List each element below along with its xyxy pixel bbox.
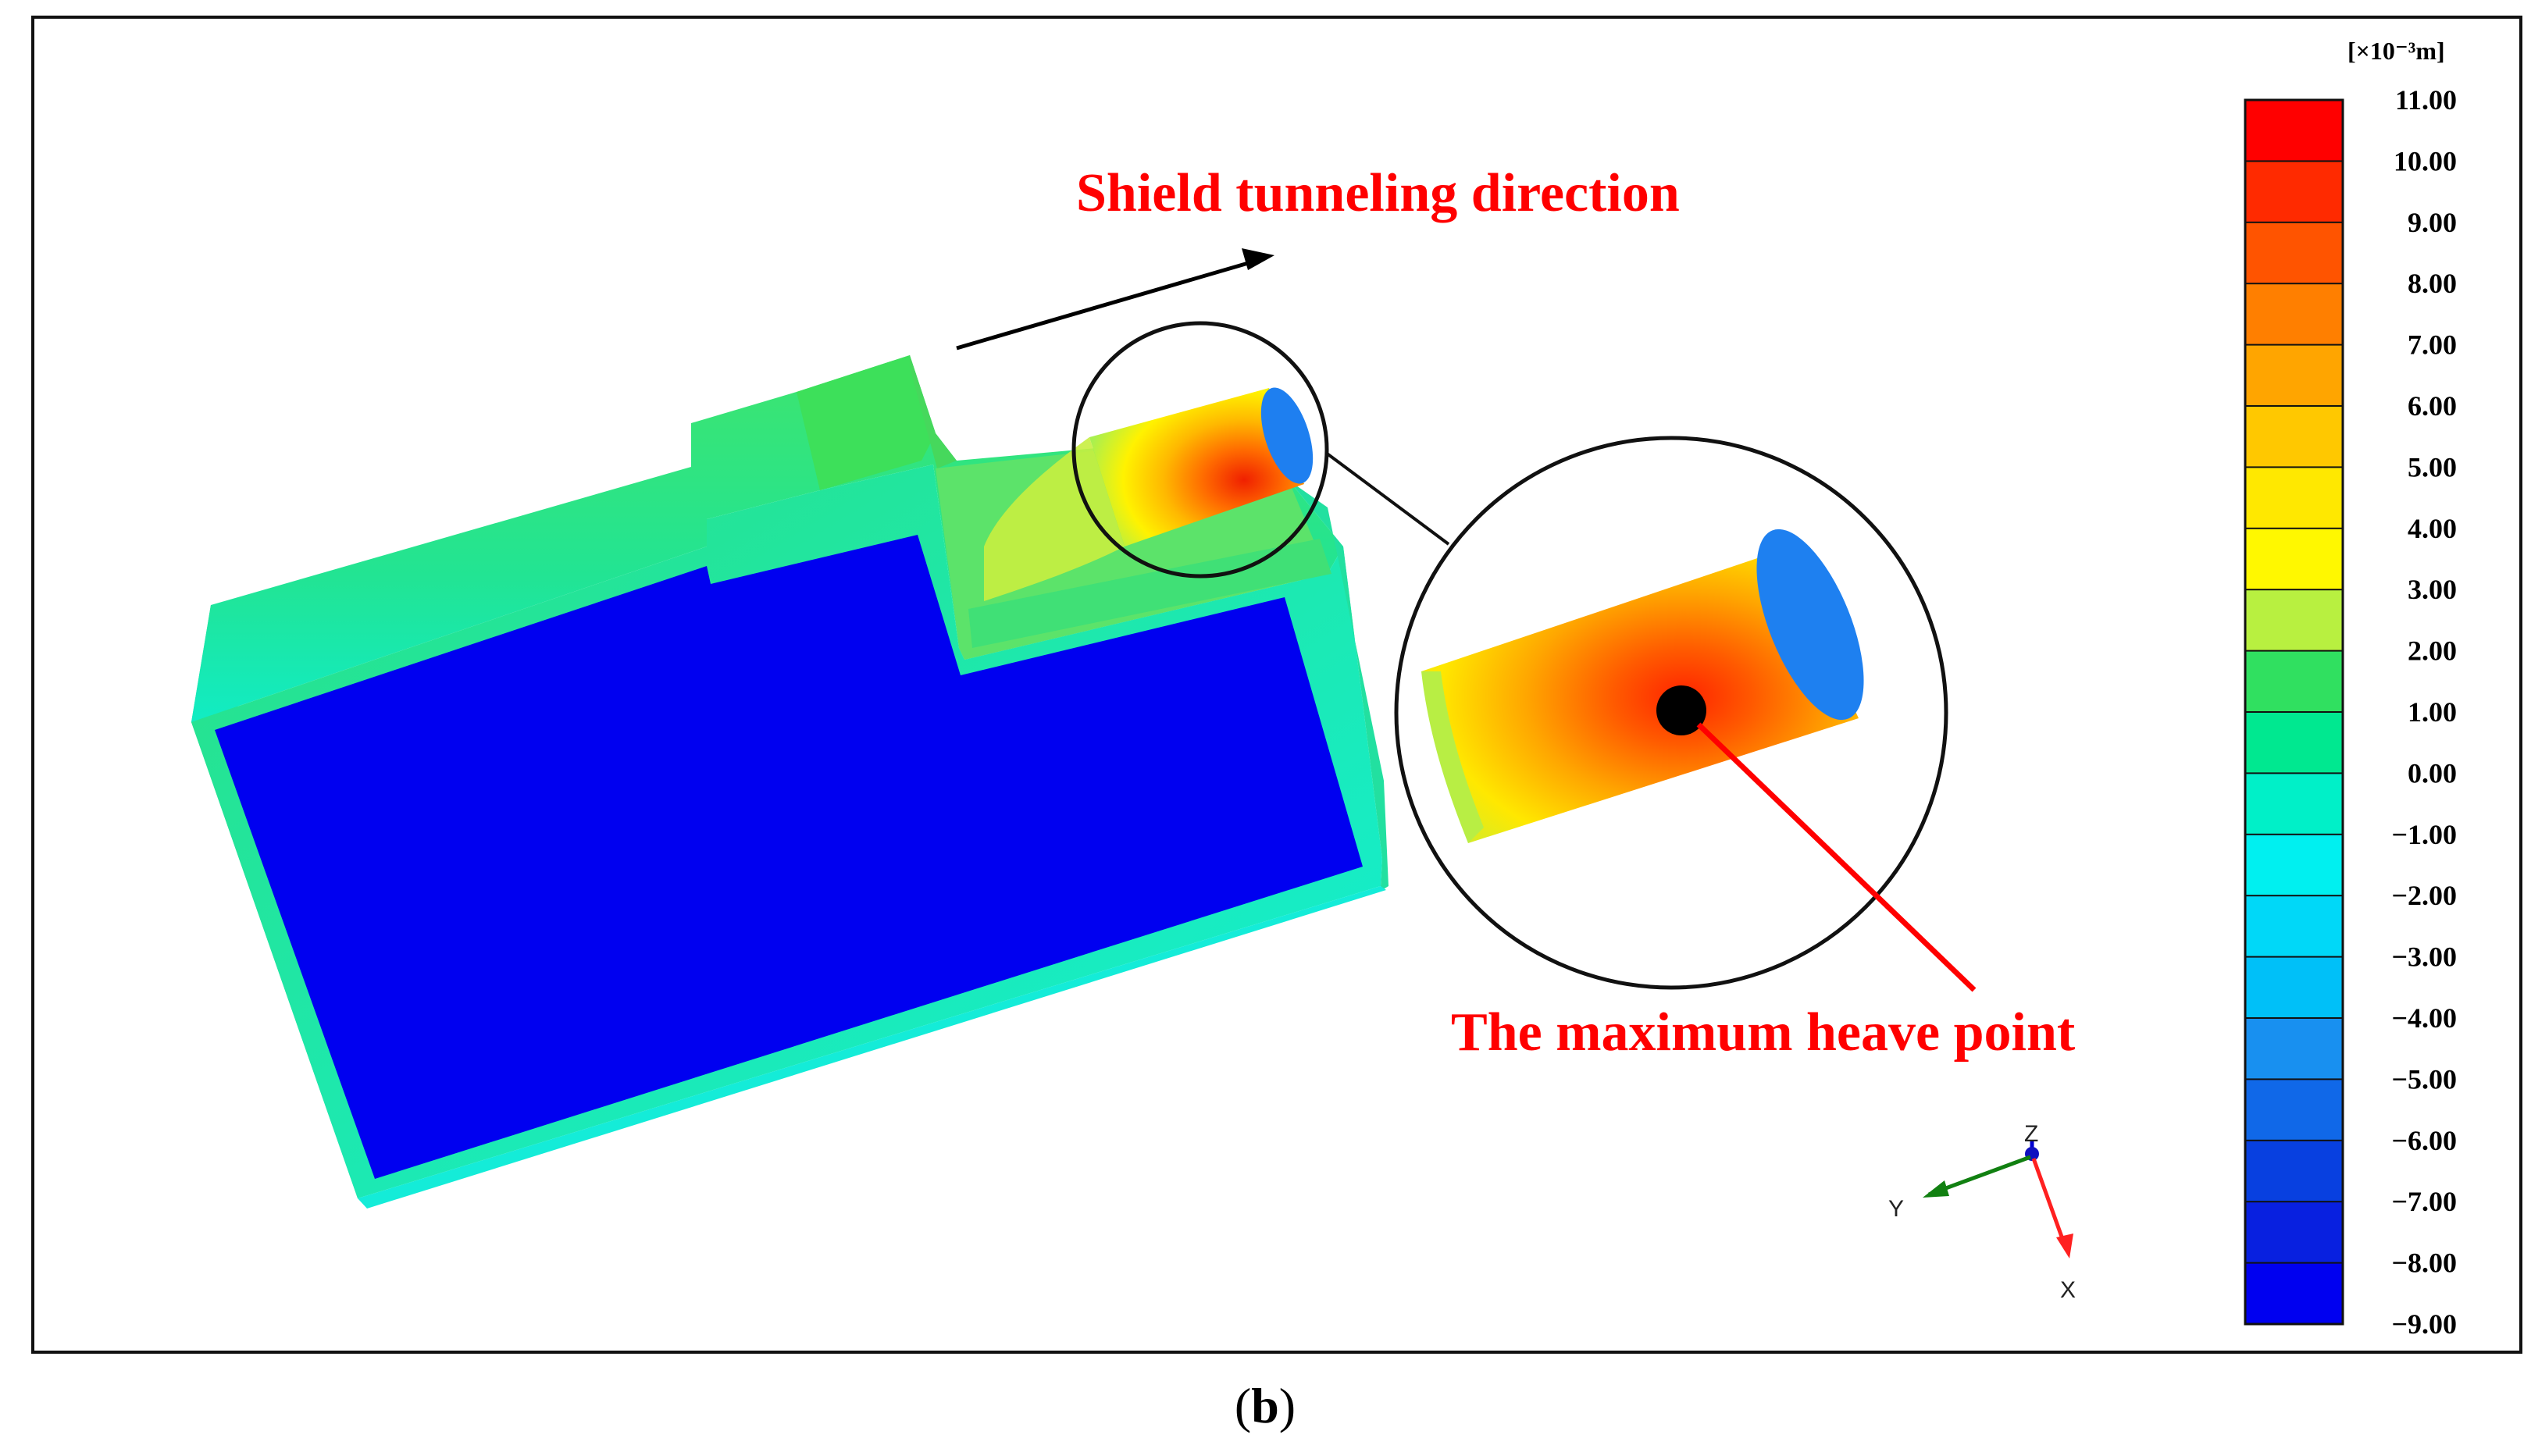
legend-band	[2244, 99, 2344, 162]
triad-z-label: Z	[2024, 1121, 2038, 1147]
legend-band	[2244, 221, 2344, 285]
legend-unit: [×10⁻³m]	[2347, 37, 2445, 65]
legend-bands	[2244, 99, 2344, 1326]
zoomed-tunnel-cap	[1756, 529, 1864, 721]
legend-band	[2244, 1017, 2344, 1080]
color-legend: [×10⁻³m] 11.00 10.00 9.00 8.00 7.00 6.00 5.00 4…	[2244, 37, 2457, 1340]
recess-inner-floor	[968, 539, 1331, 648]
tunneling-direction-arrow	[956, 248, 1274, 351]
magnifier-connector	[1324, 451, 1450, 546]
legend-band	[2244, 1078, 2344, 1142]
legend-tick-label: −6.00	[2391, 1125, 2457, 1156]
legend-tick-label: 6.00	[2408, 390, 2457, 422]
shaft-block-side	[910, 355, 957, 468]
legend-band	[2244, 283, 2344, 347]
shaft-block-front	[797, 355, 936, 490]
legend-tick-label: −5.00	[2391, 1063, 2457, 1095]
legend-tick-label: −4.00	[2391, 1002, 2457, 1034]
legend-band	[2244, 833, 2344, 897]
excavation-model	[191, 355, 1388, 1209]
legend-tick-label: 4.00	[2408, 513, 2457, 544]
zoomed-view	[1394, 436, 1977, 992]
legend-band	[2244, 1139, 2344, 1203]
legend-band	[2244, 527, 2344, 591]
legend-band	[2244, 956, 2344, 1020]
tunnel-cap-small	[1260, 387, 1314, 484]
legend-tick-label: 2.00	[2408, 635, 2457, 667]
caption-letter: b	[1251, 1378, 1279, 1433]
axis-triad: Z Y X	[1888, 1121, 2076, 1303]
triad-y-label: Y	[1888, 1196, 1904, 1222]
legend-tick-label: 0.00	[2408, 757, 2457, 789]
legend-tick-label: −8.00	[2391, 1248, 2457, 1279]
legend-band	[2244, 589, 2344, 653]
max-point-label: The maximum heave point	[1451, 1002, 2075, 1063]
legend-tick-label: −9.00	[2391, 1308, 2457, 1340]
tunnel-cylinder-small	[984, 387, 1314, 601]
figure-frame	[31, 16, 2522, 1354]
legend-tick-label: 5.00	[2408, 451, 2457, 482]
legend-band	[2244, 711, 2344, 774]
zoomed-tunnel-body	[1421, 550, 1859, 843]
direction-label: Shield tunneling direction	[1076, 163, 1680, 223]
legend-tick-label: 7.00	[2408, 329, 2457, 361]
legend-tick-label: 9.00	[2408, 207, 2457, 238]
legend-tick-label: −3.00	[2391, 942, 2457, 973]
legend-tick-label: 8.00	[2408, 268, 2457, 299]
model-bottom-rim	[358, 886, 1386, 1209]
legend-tick-label: 11.00	[2395, 84, 2457, 116]
figure-caption: (b)	[1235, 1378, 1296, 1433]
max-heave-point-marker	[1656, 685, 1706, 735]
legend-band	[2244, 1262, 2344, 1326]
legend-band	[2244, 895, 2344, 959]
legend-tick-label: −2.00	[2391, 880, 2457, 911]
max-heave-leader	[1696, 722, 1977, 992]
legend-band	[2244, 160, 2344, 224]
legend-band	[2244, 466, 2344, 530]
magnifier-circle-small	[1071, 321, 1329, 578]
legend-tick-label: 3.00	[2408, 574, 2457, 605]
legend-band	[2244, 650, 2344, 714]
legend-band	[2244, 344, 2344, 408]
legend-ticks: 11.00 10.00 9.00 8.00 7.00 6.00 5.00 4.00 3.00 2.…	[2391, 84, 2457, 1340]
legend-tick-label: 10.00	[2394, 145, 2457, 176]
caption-open: (	[1235, 1378, 1251, 1433]
triad-x-label: X	[2060, 1277, 2076, 1303]
caption-close: )	[1279, 1378, 1296, 1433]
legend-band	[2244, 405, 2344, 468]
excavation-floor	[215, 535, 1363, 1179]
legend-tick-label: −1.00	[2391, 819, 2457, 850]
legend-outline	[2244, 98, 2344, 1326]
legend-band	[2244, 1201, 2344, 1265]
legend-tick-label: −7.00	[2391, 1186, 2457, 1217]
legend-tick-label: 1.00	[2408, 696, 2457, 728]
legend-band	[2244, 772, 2344, 836]
